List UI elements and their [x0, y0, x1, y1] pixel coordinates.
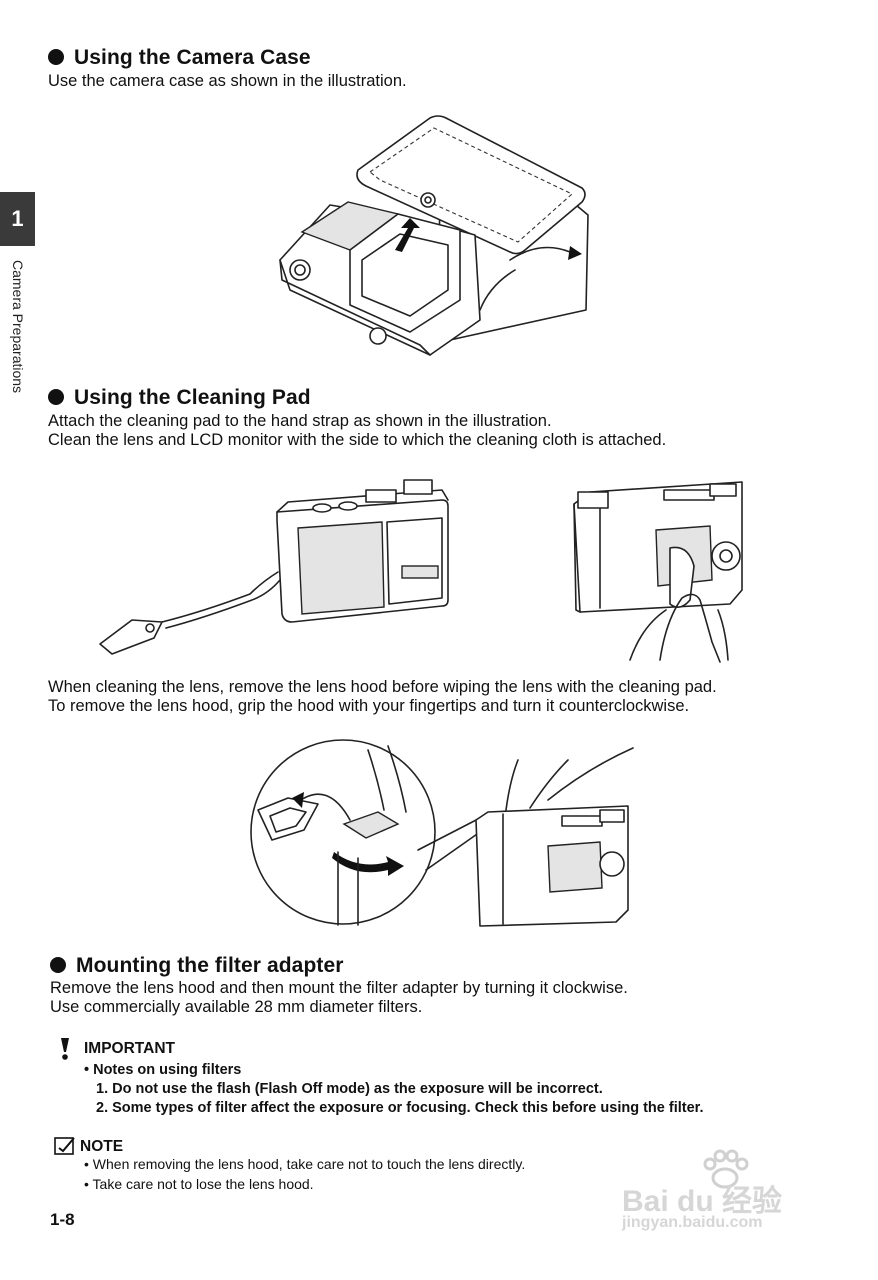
case-text: Use the camera case as shown in the illu… [48, 72, 407, 90]
bullet-icon [48, 389, 64, 405]
bullet-icon [50, 957, 66, 973]
lcd-cleaning-illustration [573, 481, 743, 663]
watermark-url: jingyan.baidu.com [622, 1214, 763, 1231]
filter-heading: Mounting the filter adapter [50, 954, 344, 978]
cleaning-line-2: Clean the lens and LCD monitor with the … [48, 431, 667, 449]
paw-logo-icon [703, 1149, 749, 1189]
page-number: 1-8 [50, 1210, 75, 1229]
camera-strap-illustration [99, 479, 449, 655]
watermark-brand: Bai du 经验 [622, 1185, 783, 1218]
hood-line-1: When cleaning the lens, remove the lens … [48, 678, 717, 696]
case-heading: Using the Camera Case [48, 46, 311, 70]
important-subtitle: • Notes on using filters [84, 1062, 242, 1078]
important-item-2: 2. Some types of filter affect the expos… [96, 1100, 704, 1116]
note-item-2: • Take care not to lose the lens hood. [84, 1176, 314, 1192]
case-heading-text: Using the Camera Case [74, 46, 311, 69]
chapter-tab: 1 [0, 192, 35, 246]
filter-line-1: Remove the lens hood and then mount the … [50, 979, 628, 997]
cleaning-heading: Using the Cleaning Pad [48, 386, 311, 410]
camera-case-illustration [279, 115, 589, 356]
important-item-1: 1. Do not use the flash (Flash Off mode)… [96, 1081, 603, 1097]
exclamation-icon [61, 1038, 69, 1060]
lens-hood-removal-illustration [250, 739, 634, 927]
hood-line-2: To remove the lens hood, grip the hood w… [48, 697, 690, 715]
filter-heading-text: Mounting the filter adapter [76, 954, 344, 977]
bullet-icon [48, 49, 64, 65]
important-title: IMPORTANT [84, 1040, 175, 1057]
cleaning-heading-text: Using the Cleaning Pad [74, 386, 311, 409]
cleaning-line-1: Attach the cleaning pad to the hand stra… [48, 412, 552, 430]
note-icon [54, 1137, 75, 1155]
filter-line-2: Use commercially available 28 mm diamete… [50, 998, 423, 1016]
chapter-label: Camera Preparations [10, 260, 26, 394]
note-item-1: • When removing the lens hood, take care… [84, 1156, 526, 1172]
note-title: NOTE [80, 1138, 124, 1155]
